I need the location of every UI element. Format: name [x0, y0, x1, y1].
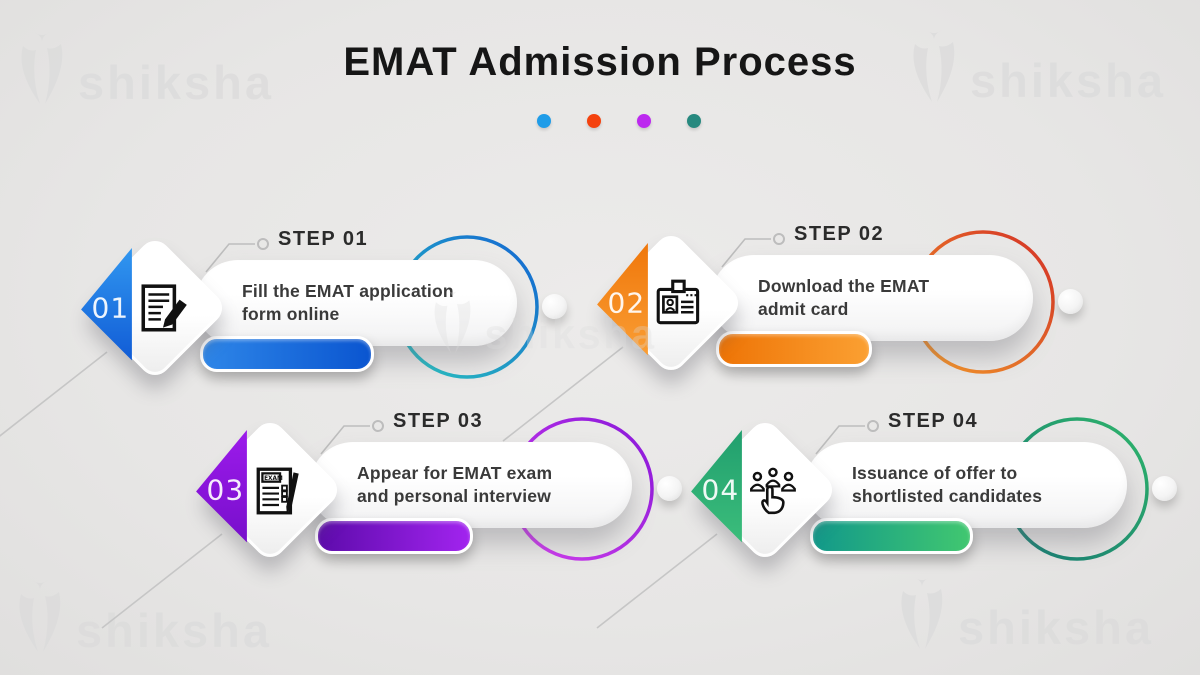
step-text-capsule: Fill the EMAT application form online — [195, 260, 517, 346]
step-03: STEP 03 Appear for EMAT exam and persona… — [101, 402, 785, 629]
step-number: 03 — [206, 473, 245, 507]
decorative-sphere — [542, 294, 567, 319]
step-number-diamond: 03 EXAM — [193, 413, 347, 567]
step-number-diamond: 04 — [688, 413, 842, 567]
step-label: STEP 02 — [794, 223, 885, 245]
step-label: STEP 01 — [278, 228, 369, 250]
gradient-bar — [315, 518, 473, 554]
connector-line — [815, 420, 879, 455]
exam-sheet-icon: EXAM — [256, 467, 299, 515]
connector-line — [320, 420, 384, 455]
decorative-sphere — [1152, 476, 1177, 501]
step-text-line2: and personal interview — [357, 486, 552, 506]
step-text-line2: admit card — [758, 299, 849, 319]
step-text-capsule: Appear for EMAT exam and personal interv… — [310, 442, 632, 528]
shiksha-logo-icon — [19, 580, 61, 652]
shortlist-candidates-icon — [750, 467, 796, 515]
page-title: EMAT Admission Process — [343, 40, 857, 84]
dot-teal — [687, 114, 701, 128]
step-number: 01 — [91, 291, 130, 325]
tail-line — [0, 351, 108, 437]
step-01: STEP 01 Fill the EMAT application form o… — [0, 220, 670, 437]
step-text-line1: Issuance of offer to — [852, 462, 1018, 483]
step-label: STEP 04 — [888, 410, 979, 432]
step-text-line2: form online — [242, 304, 340, 324]
step-text-line1: Fill the EMAT application — [242, 280, 454, 301]
step-text-capsule: Download the EMAT admit card — [711, 255, 1033, 341]
decorative-sphere — [657, 476, 682, 501]
connector-line — [721, 233, 785, 268]
step-number: 02 — [607, 286, 646, 320]
dot-red — [587, 114, 601, 128]
accent-dots — [537, 114, 701, 128]
dot-blue — [537, 114, 551, 128]
dot-purple — [637, 114, 651, 128]
tail-line — [101, 533, 223, 629]
step-02: STEP 02 Download the EMAT admit card 02 — [502, 215, 1186, 442]
svg-text:EXAM: EXAM — [264, 476, 283, 482]
step-text-line1: Appear for EMAT exam — [357, 462, 553, 483]
watermark-text: shiksha — [958, 601, 1155, 655]
tail-line — [596, 533, 718, 629]
step-text-line2: shortlisted candidates — [852, 486, 1043, 506]
connector-line — [205, 238, 269, 273]
step-text-capsule: Issuance of offer to shortlisted candida… — [805, 442, 1127, 528]
step-04: STEP 04 Issuance of offer to shortlisted… — [596, 402, 1200, 629]
step-number-diamond: 02 — [594, 226, 748, 380]
tail-line — [502, 346, 624, 442]
gradient-bar — [200, 336, 374, 372]
step-text-line1: Download the EMAT — [758, 275, 930, 296]
step-number-diamond: 01 — [78, 231, 232, 385]
gradient-bar — [716, 331, 872, 367]
step-number: 04 — [701, 473, 740, 507]
step-label: STEP 03 — [393, 410, 484, 432]
admit-card-icon — [656, 279, 700, 325]
gradient-bar — [810, 518, 973, 554]
decorative-sphere — [1058, 289, 1083, 314]
edit-form-icon — [141, 284, 187, 332]
